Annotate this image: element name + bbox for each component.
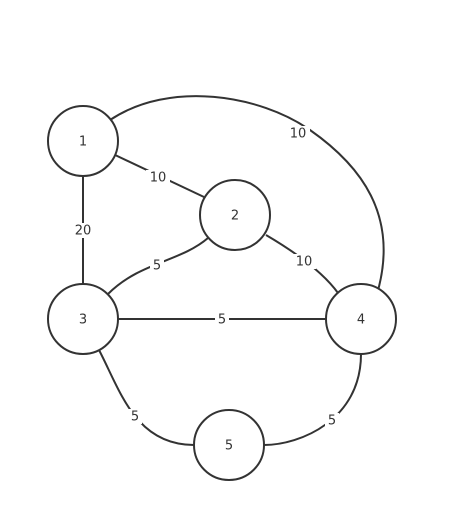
edge-weight-2-3: 5 — [153, 259, 161, 274]
edge-weight-1-2: 10 — [150, 171, 167, 186]
edge-weight-3-5: 5 — [131, 410, 139, 425]
edge-label-3-4: 5 — [215, 312, 229, 328]
nodes: 1 2 3 4 5 — [47, 105, 397, 481]
node-label-3: 3 — [79, 313, 87, 328]
node-label-1: 1 — [79, 135, 87, 150]
edge-3-5 — [98, 349, 195, 446]
node-3: 3 — [47, 283, 119, 355]
node-4: 4 — [325, 283, 397, 355]
edge-label-1-3: 20 — [71, 223, 95, 239]
node-label-2: 2 — [231, 209, 239, 224]
edge-label-4-5: 5 — [325, 413, 339, 429]
edge-label-1-4: 10 — [286, 126, 310, 142]
edges — [82, 95, 385, 446]
edge-weight-2-4: 10 — [296, 255, 313, 270]
node-label-5: 5 — [225, 439, 233, 454]
edge-weight-1-3: 20 — [75, 224, 92, 239]
edge-label-1-2: 10 — [146, 170, 170, 186]
node-label-4: 4 — [357, 313, 365, 328]
node-1: 1 — [47, 105, 119, 177]
edge-label-3-5: 5 — [128, 409, 142, 425]
edge-weight-3-4: 5 — [218, 313, 226, 328]
edge-label-2-4: 10 — [292, 254, 316, 270]
node-5: 5 — [193, 409, 265, 481]
edge-labels: 10 20 10 5 10 5 5 5 — [71, 126, 339, 429]
node-2: 2 — [199, 179, 271, 251]
edge-weight-4-5: 5 — [328, 414, 336, 429]
edge-weight-1-4: 10 — [290, 127, 307, 142]
edge-label-2-3: 5 — [150, 258, 164, 274]
edge-4-5 — [263, 353, 362, 446]
